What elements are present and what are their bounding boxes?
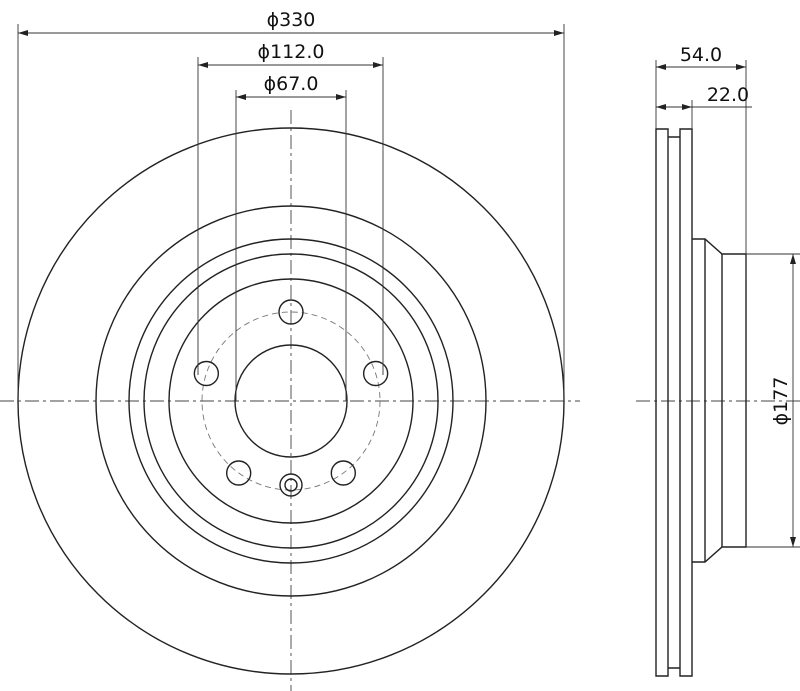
hub-face-circle (168, 278, 414, 524)
inner-friction-plate (679, 128, 693, 677)
bolt-hole (362, 360, 389, 387)
bolt-hole (278, 299, 304, 325)
hat-section (692, 238, 747, 563)
cooling-vanes (668, 136, 680, 669)
bolt-holes (193, 299, 389, 486)
side-view: 54.0 22.0 ϕ177 (636, 44, 800, 677)
bolt-hole (193, 360, 220, 387)
hat-outer-circle (128, 238, 454, 564)
outer-friction-plate (655, 128, 669, 677)
center-bore-label: ϕ67.0 (264, 73, 319, 95)
hat-step-circle (143, 253, 439, 549)
bolt-hole (225, 460, 252, 486)
disc-thickness-label: 22.0 (707, 84, 749, 106)
center-bore (234, 344, 348, 458)
locating-screw-thread (284, 478, 298, 492)
locating-screw-hole (279, 473, 303, 497)
bolt-circle (201, 311, 381, 491)
outer-diameter-label: ϕ330 (267, 9, 316, 31)
overall-height-label: 54.0 (680, 44, 722, 66)
hat-diameter-label: ϕ177 (770, 377, 792, 426)
bolt-hole (330, 460, 357, 486)
front-view: ϕ330 ϕ112.0 ϕ67.0 (0, 9, 580, 691)
bolt-circle-label: ϕ112.0 (258, 41, 325, 63)
friction-inner-circle (95, 205, 487, 597)
